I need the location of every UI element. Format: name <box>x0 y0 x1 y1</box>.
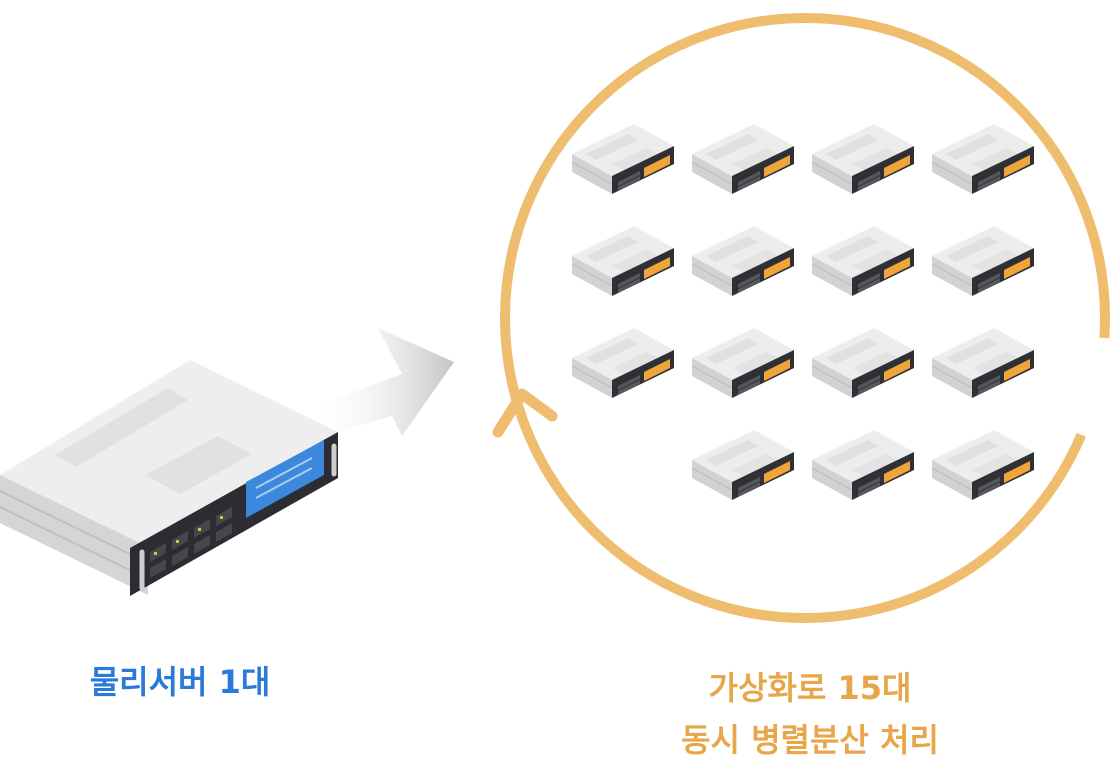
virtual-server-icon <box>691 123 795 195</box>
server-screen <box>246 440 324 518</box>
virtual-server-icon <box>691 429 795 501</box>
virtual-server-icon <box>931 327 1035 399</box>
virtualization-caption-line1: 가상화로 15대 <box>708 669 912 707</box>
virtual-server-icon <box>691 225 795 297</box>
physical-server-icon <box>0 360 338 596</box>
virtual-server-group <box>571 123 1035 501</box>
virtual-server-icon <box>931 225 1035 297</box>
virtual-server-icon <box>931 429 1035 501</box>
physical-server-caption: 물리서버 1대 <box>89 663 271 701</box>
virtualization-caption: 가상화로 15대 동시 병렬분산 처리 <box>600 662 1020 766</box>
virtual-server-icon <box>811 327 915 399</box>
virtual-server-icon <box>931 123 1035 195</box>
virtual-server-icon <box>811 123 915 195</box>
virtual-server-icon <box>691 327 795 399</box>
virtual-server-icon <box>571 123 675 195</box>
virtual-server-icon <box>571 327 675 399</box>
virtual-server-icon <box>811 225 915 297</box>
circular-arrow-icon <box>492 13 1110 623</box>
virtualization-caption-line2: 동시 병렬분산 처리 <box>681 721 939 759</box>
arrow-right-icon <box>308 328 454 438</box>
virtual-server-icon <box>571 225 675 297</box>
virtual-server-icon <box>811 429 915 501</box>
